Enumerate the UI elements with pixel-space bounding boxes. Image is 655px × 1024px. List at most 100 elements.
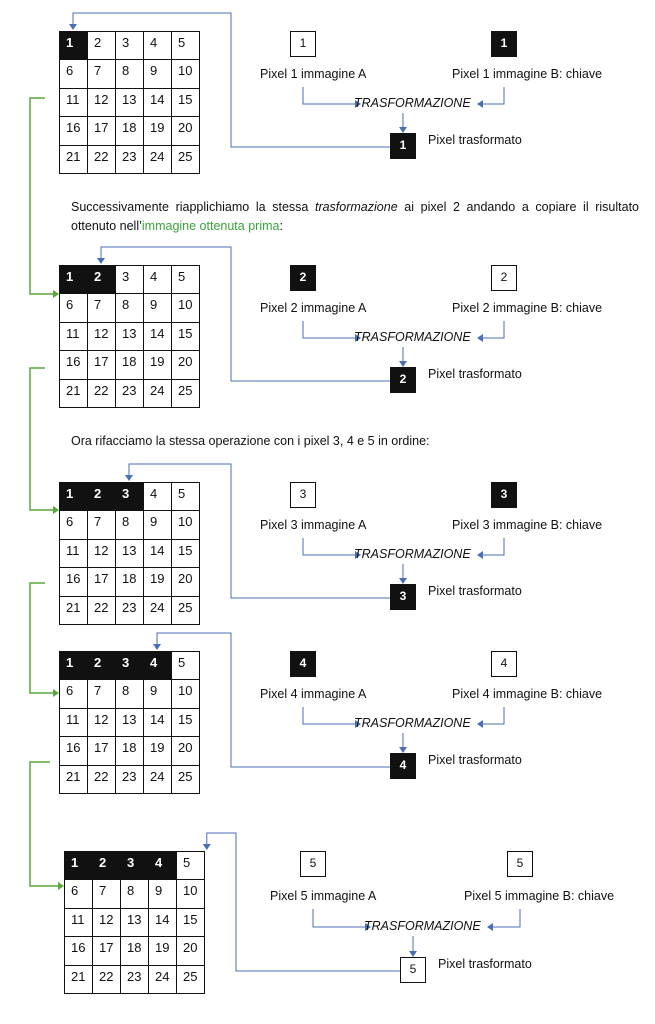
- grid-cell: 2: [88, 266, 116, 295]
- step-2-result-box: 2: [390, 367, 416, 393]
- step-1-pixel-b-box: 1: [491, 31, 517, 57]
- grid-cell: 4: [144, 266, 172, 295]
- grid-cell: 22: [88, 596, 116, 625]
- grid-cell: 8: [116, 294, 144, 323]
- grid-cell: 19: [144, 568, 172, 597]
- step-4-result-box: 4: [390, 753, 416, 779]
- grid-cell: 20: [172, 117, 200, 146]
- grid-cell: 17: [88, 117, 116, 146]
- grid-cell: 6: [60, 294, 88, 323]
- grid-cell: 5: [172, 266, 200, 295]
- step-1-line-b: [483, 87, 505, 105]
- step-5-green-bracket: [29, 761, 58, 887]
- step-3-line-a: [302, 538, 355, 556]
- grid-cell: 13: [116, 708, 144, 738]
- step-2-line-b: [483, 321, 505, 339]
- grid-cell: 16: [60, 568, 88, 597]
- grid-cell: 20: [172, 568, 200, 597]
- grid-cell: 14: [149, 908, 177, 938]
- step-2-green-bracket: [29, 97, 53, 295]
- step-4-arrowhead-left: [477, 720, 483, 728]
- grid-cell: 15: [177, 908, 205, 938]
- step-3-line-b: [483, 538, 505, 556]
- grid-cell: 18: [116, 737, 144, 766]
- grid-cell: 6: [60, 60, 88, 89]
- step-4-line-a: [302, 707, 355, 725]
- grid-cell: 18: [121, 937, 149, 966]
- grid-cell: 14: [144, 322, 172, 352]
- step-5-feedback-line: [206, 832, 400, 972]
- grid-cell: 20: [172, 351, 200, 380]
- grid-cell: 7: [88, 60, 116, 89]
- grid-cell: 12: [88, 539, 116, 569]
- paragraph-2: Ora rifacciamo la stessa operazione con …: [71, 434, 430, 448]
- step-4-label-b: Pixel 4 immagine B: chiave: [452, 687, 603, 701]
- grid-cell: 11: [65, 908, 93, 938]
- grid-cell: 10: [172, 511, 200, 540]
- step-1-arrowhead-down: [399, 127, 407, 133]
- grid-cell: 23: [116, 145, 144, 174]
- grid-cell: 6: [60, 680, 88, 709]
- grid-cell: 11: [60, 322, 88, 352]
- grid-cell: 9: [144, 60, 172, 89]
- grid-cell: 13: [116, 322, 144, 352]
- step-1-result-box: 1: [390, 133, 416, 159]
- step-2-arrowhead-left: [477, 334, 483, 342]
- grid-cell: 14: [144, 88, 172, 118]
- step-5-arrowhead-left: [487, 923, 493, 931]
- grid-cell: 6: [60, 511, 88, 540]
- grid-cell: 1: [60, 266, 88, 295]
- step-1-arrowhead-right: [355, 100, 361, 108]
- paragraph-1: Successivamente riapplichiamo la stessa …: [71, 198, 639, 236]
- grid-cell: 24: [144, 145, 172, 174]
- grid-cell: 1: [60, 483, 88, 512]
- grid-cell: 12: [93, 908, 121, 938]
- grid-cell: 15: [172, 539, 200, 569]
- grid-cell: 2: [88, 652, 116, 681]
- grid-cell: 3: [116, 483, 144, 512]
- grid-cell: 22: [93, 965, 121, 994]
- grid-cell: 15: [172, 708, 200, 738]
- step-2-green-arrowhead-right: [53, 290, 59, 298]
- grid-cell: 3: [121, 852, 149, 881]
- step-3-feedback-line: [128, 463, 390, 599]
- grid-cell: 1: [65, 852, 93, 881]
- step-3-result-label: Pixel trasformato: [428, 584, 522, 598]
- step-3-feedback-arrowhead-down: [125, 475, 133, 481]
- para1-highlight: immagine ottenuta prima: [141, 219, 280, 233]
- grid-cell: 10: [172, 680, 200, 709]
- grid-cell: 23: [116, 596, 144, 625]
- step-3-pixel-a-box: 3: [290, 482, 316, 508]
- step-2-result-label: Pixel trasformato: [428, 367, 522, 381]
- step-2-pixel-b-box: 2: [491, 265, 517, 291]
- grid-cell: 15: [172, 322, 200, 352]
- grid-cell: 5: [172, 32, 200, 61]
- grid-cell: 10: [172, 294, 200, 323]
- grid-cell: 25: [172, 379, 200, 408]
- grid-cell: 22: [88, 765, 116, 794]
- step-4-pixel-a-box: 4: [290, 651, 316, 677]
- step-5-label-b: Pixel 5 immagine B: chiave: [464, 889, 615, 903]
- step-2-label-a: Pixel 2 immagine A: [260, 301, 367, 315]
- step-5-label-a: Pixel 5 immagine A: [270, 889, 377, 903]
- grid-cell: 5: [172, 652, 200, 681]
- grid-cell: 9: [144, 511, 172, 540]
- grid-cell: 4: [144, 32, 172, 61]
- step-4-label-a: Pixel 4 immagine A: [260, 687, 367, 701]
- step-2-line-a: [302, 321, 355, 339]
- step-2-arrowhead-right: [355, 334, 361, 342]
- grid-cell: 13: [116, 539, 144, 569]
- grid-cell: 2: [93, 852, 121, 881]
- grid-cell: 3: [116, 652, 144, 681]
- grid-cell: 4: [144, 483, 172, 512]
- grid-cell: 17: [88, 568, 116, 597]
- grid-cell: 24: [144, 765, 172, 794]
- grid-cell: 17: [88, 737, 116, 766]
- grid-cell: 22: [88, 145, 116, 174]
- step-3-green-bracket: [29, 367, 53, 511]
- step-3-green-arrowhead-right: [53, 506, 59, 514]
- step-1-feedback-arrowhead-down: [69, 24, 77, 30]
